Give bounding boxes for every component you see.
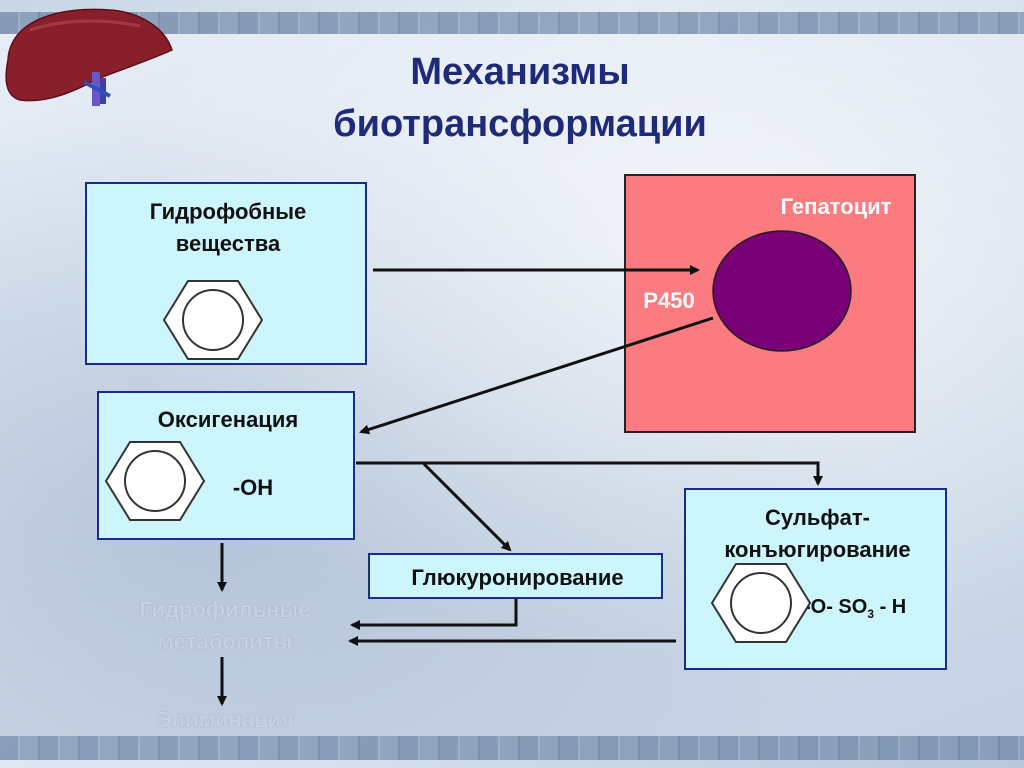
arrow-to-sulfate <box>356 461 823 486</box>
sulfate-label: Сульфат- конъюгирование <box>686 502 949 566</box>
sulfate-group-prefix: -O- SO <box>804 596 868 618</box>
elimination-label: Элиминация <box>156 707 294 732</box>
hydrophobic-label-line-2: вещества <box>175 231 281 256</box>
bottom-border <box>0 736 1024 760</box>
title-line-2: биотрансформации <box>333 103 707 145</box>
benzene-ring-icon <box>162 280 264 360</box>
title-line-1: Механизмы <box>410 51 630 93</box>
benzene-ring-icon <box>710 563 812 643</box>
hydrophobic-label: Гидрофобные вещества <box>87 196 369 260</box>
arrow-glucuronide-to-hydrophilic <box>350 599 518 630</box>
hydrophobic-label-line-1: Гидрофобные <box>149 199 307 224</box>
top-border <box>0 12 1024 34</box>
hydrophilic-label-line-1: Гидрофильные <box>139 597 311 622</box>
sulfate-group-suffix: - H <box>874 596 907 618</box>
p450-label: P450 <box>643 288 695 313</box>
hydrophilic-label-line-2: метаболиты <box>157 629 293 654</box>
hydrophilic-label: Гидрофильные метаболиты <box>100 594 350 658</box>
sulfate-label-line-2: конъюгирование <box>724 537 911 562</box>
oxygenation-label: Оксигенация <box>157 407 299 432</box>
glucuronidation-label: Глюкуронирование <box>411 565 624 590</box>
glucuronidation-box: Глюкуронирование <box>368 553 663 599</box>
benzene-ring-icon <box>104 441 206 521</box>
hepatocyte-label: Гепатоцит <box>780 194 892 219</box>
nucleus <box>712 230 852 352</box>
arrow-to-oxygenation <box>359 316 714 435</box>
arrow-to-glucuronidation <box>422 462 512 552</box>
sulfate-group-label: -O- SO3 - H <box>804 596 949 621</box>
sulfate-label-line-1: Сульфат- <box>765 505 870 530</box>
oh-group-label: -OH <box>232 475 274 500</box>
sulfate-group-subscript: 3 <box>867 607 875 621</box>
slide-title: Механизмы биотрансформации <box>280 46 760 150</box>
